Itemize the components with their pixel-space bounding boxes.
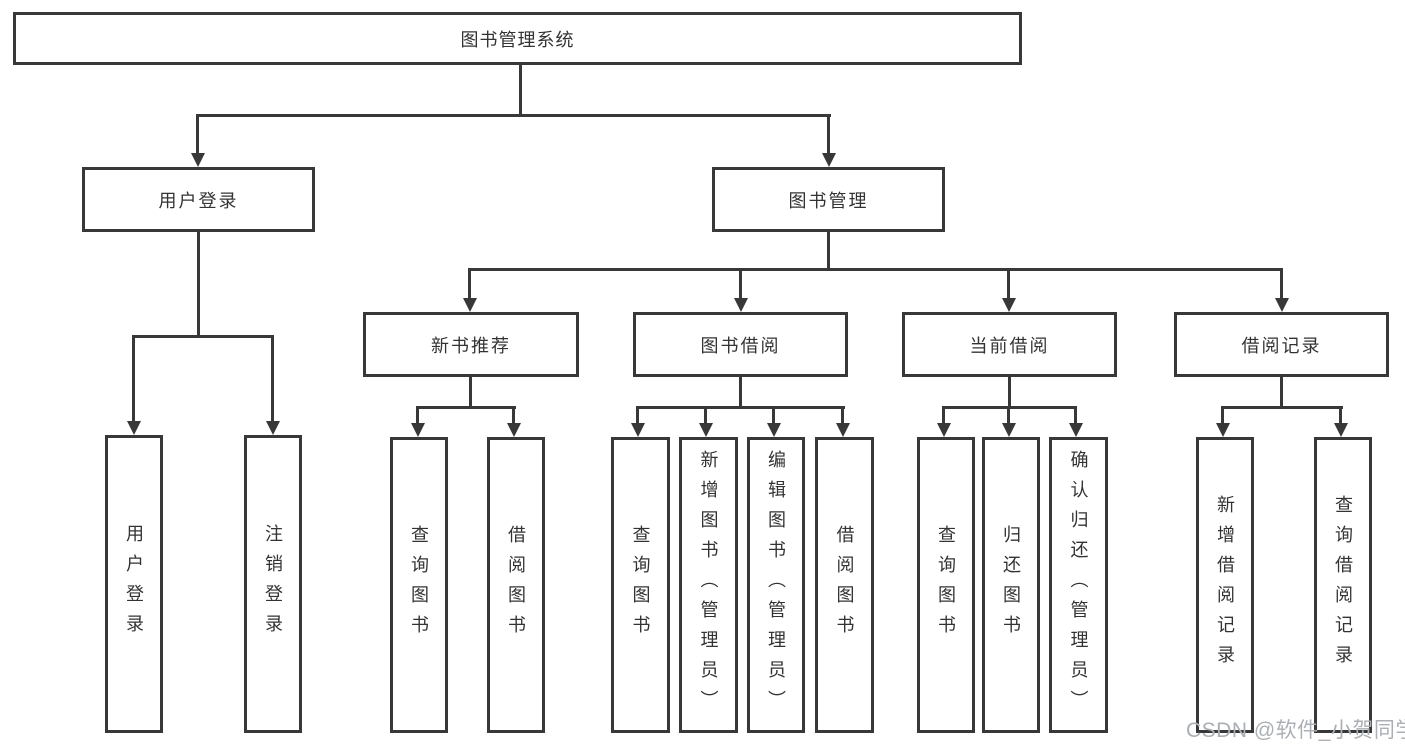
node-add-borrow-record: 新增借阅记录 bbox=[1196, 437, 1254, 733]
node-query-books-borrow-label: 查询图书 bbox=[630, 525, 651, 645]
node-return-books: 归还图书 bbox=[982, 437, 1040, 733]
connector-records-stem bbox=[1280, 376, 1283, 406]
node-book-borrow: 图书借阅 bbox=[633, 312, 848, 377]
connector-recommend-stem bbox=[469, 376, 472, 406]
arrow-to-borrow-add bbox=[698, 406, 714, 437]
node-logout-leaf-label: 注销登录 bbox=[263, 524, 283, 644]
arrow-to-records-query bbox=[1333, 406, 1349, 437]
node-edit-books-admin-label: 编辑图书（管理员） bbox=[766, 450, 786, 720]
connector-root-stem bbox=[519, 64, 522, 116]
connector-book-management-stem bbox=[827, 231, 830, 268]
node-book-management-system: 图书管理系统 bbox=[13, 12, 1022, 65]
node-add-books-admin: 新增图书（管理员） bbox=[679, 437, 738, 733]
arrow-to-user-login bbox=[190, 114, 206, 167]
node-query-borrow-record: 查询借阅记录 bbox=[1314, 437, 1372, 733]
node-query-books-current-label: 查询图书 bbox=[936, 525, 956, 645]
arrow-to-recommend-borrow bbox=[506, 406, 522, 437]
node-book-management-system-label: 图书管理系统 bbox=[460, 29, 575, 50]
connector-records-bar bbox=[1221, 406, 1343, 409]
connector-borrow-bar bbox=[636, 406, 845, 409]
arrow-to-current-query bbox=[936, 406, 952, 437]
node-user-login-label: 用户登录 bbox=[158, 190, 239, 211]
node-book-management: 图书管理 bbox=[712, 167, 945, 232]
connector-user-login-bar bbox=[132, 335, 274, 338]
connector-recommend-bar bbox=[416, 406, 516, 409]
connector-book-management-bar bbox=[469, 268, 1283, 271]
node-edit-books-admin: 编辑图书（管理员） bbox=[747, 437, 805, 733]
node-borrow-books-borrow: 借阅图书 bbox=[815, 437, 874, 733]
arrow-to-current-borrow bbox=[1001, 268, 1017, 312]
node-confirm-return-admin-label: 确认归还（管理员） bbox=[1068, 450, 1089, 720]
node-new-book-recommend: 新书推荐 bbox=[363, 312, 579, 377]
node-user-login-leaf: 用户登录 bbox=[105, 435, 163, 733]
arrow-to-logout-leaf bbox=[265, 335, 281, 435]
node-user-login: 用户登录 bbox=[82, 167, 315, 232]
csdn-watermark: CSDN @软件_小贺同学 bbox=[1186, 719, 1405, 742]
node-current-borrow: 当前借阅 bbox=[902, 312, 1117, 377]
node-add-borrow-record-label: 新增借阅记录 bbox=[1215, 495, 1235, 675]
connector-root-bar bbox=[197, 114, 831, 117]
node-query-books-borrow: 查询图书 bbox=[611, 437, 670, 733]
connector-borrow-stem bbox=[739, 376, 742, 406]
arrow-to-records-add bbox=[1215, 406, 1231, 437]
node-borrow-records-label: 借阅记录 bbox=[1241, 335, 1322, 356]
node-return-books-label: 归还图书 bbox=[1001, 525, 1021, 645]
connector-user-login-stem bbox=[197, 231, 200, 335]
node-borrow-records: 借阅记录 bbox=[1174, 312, 1389, 377]
node-borrow-books-recommend-label: 借阅图书 bbox=[506, 525, 526, 645]
node-new-book-recommend-label: 新书推荐 bbox=[431, 335, 511, 356]
node-logout-leaf: 注销登录 bbox=[244, 435, 302, 733]
arrow-to-book-management bbox=[821, 114, 837, 167]
arrow-to-borrow-records bbox=[1274, 268, 1290, 312]
node-confirm-return-admin: 确认归还（管理员） bbox=[1049, 437, 1108, 733]
node-query-books-recommend: 查询图书 bbox=[390, 437, 448, 733]
node-query-books-recommend-label: 查询图书 bbox=[409, 525, 429, 645]
arrow-to-user-login-leaf bbox=[126, 335, 142, 435]
arrow-to-current-return bbox=[1001, 406, 1017, 437]
arrow-to-borrow-query bbox=[630, 406, 646, 437]
node-query-borrow-record-label: 查询借阅记录 bbox=[1333, 495, 1353, 675]
node-query-books-current: 查询图书 bbox=[917, 437, 975, 733]
node-add-books-admin-label: 新增图书（管理员） bbox=[698, 450, 719, 720]
node-borrow-books-recommend: 借阅图书 bbox=[487, 437, 545, 733]
arrow-to-new-book-recommend bbox=[462, 268, 478, 312]
node-current-borrow-label: 当前借阅 bbox=[969, 335, 1050, 356]
arrow-to-current-confirm bbox=[1068, 406, 1084, 437]
arrow-to-book-borrow bbox=[733, 268, 749, 312]
node-borrow-books-borrow-label: 借阅图书 bbox=[834, 525, 855, 645]
node-book-borrow-label: 图书借阅 bbox=[700, 335, 781, 356]
arrow-to-borrow-edit bbox=[766, 406, 782, 437]
connector-current-stem bbox=[1008, 376, 1011, 406]
arrow-to-recommend-query bbox=[410, 406, 426, 437]
arrow-to-borrow-borrow bbox=[835, 406, 851, 437]
node-book-management-label: 图书管理 bbox=[788, 190, 869, 211]
node-user-login-leaf-label: 用户登录 bbox=[124, 524, 144, 644]
